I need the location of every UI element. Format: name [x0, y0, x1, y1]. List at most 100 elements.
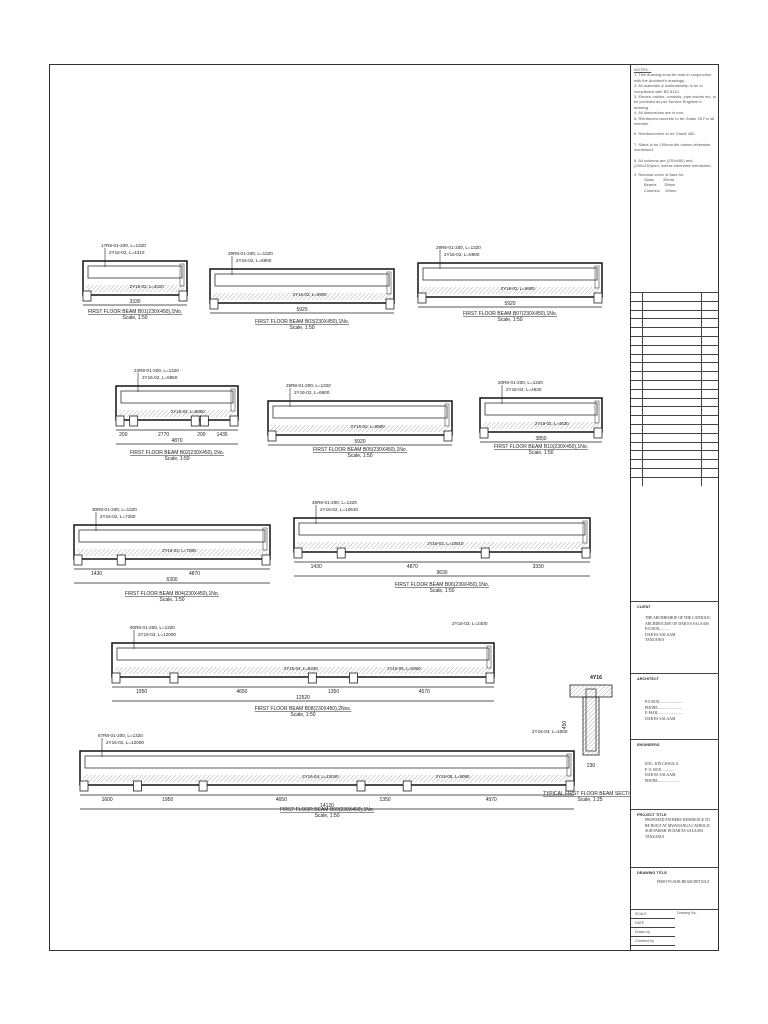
column-support: [485, 672, 495, 684]
dimension-text: 200: [119, 432, 128, 438]
beam-caption: FIRST FLOOR BEAM B04(230X450),1No.: [125, 591, 219, 597]
project-line: SUB PARISH IN DAR ES SALAAM: [645, 829, 703, 834]
beam-scale: Scale, 1:50: [314, 813, 339, 819]
beam-caption: FIRST FLOOR BEAM B10(230X450),1No.: [494, 444, 588, 450]
reinforcement-cage: [78, 529, 266, 543]
note-item: 2. All materials & workmanship to be in …: [634, 83, 703, 94]
bottom-bar-label: 2Y16-04, L=8440: [284, 666, 318, 671]
depth-marker: [444, 403, 450, 427]
top-bar-label: 2Y16-02, L=7280: [100, 514, 136, 519]
depth-marker: [594, 265, 600, 289]
note-item: 1. This drawing must be read in conjunct…: [634, 72, 712, 83]
revision-row: [631, 459, 719, 468]
architect-line: DAR ES SALAAM: [645, 716, 676, 721]
column-support: [480, 547, 490, 559]
slab-hatch: [483, 422, 599, 429]
column-support: [293, 547, 303, 559]
revision-row: [631, 335, 719, 345]
column-support: [229, 415, 239, 427]
architect-line: P.O.BOX ........................: [645, 700, 684, 705]
column-support: [198, 780, 208, 792]
revision-row: [631, 476, 719, 486]
project-label: PROJECT TITLE: [637, 813, 667, 817]
top-bar-label: 2Y16-02, L=12000: [106, 740, 144, 745]
dimension-text: 5920: [504, 301, 515, 307]
column-support: [443, 430, 453, 442]
note-item: 7. Slabs to be 150mm thk unless otherwis…: [634, 141, 711, 153]
drawing-title-label: DRAWING TITLE: [637, 871, 667, 875]
engineers-line: DAR ES SALAAM: [645, 773, 676, 778]
beam-scale: Scale, 1:50: [164, 456, 189, 462]
note-item: 8. All columns are (230x450) and (230x23…: [634, 157, 712, 169]
column-support: [73, 554, 83, 566]
total-dimension-text: 9630: [436, 570, 447, 576]
link-label: 29R8-01-200, L=1320: [228, 251, 273, 256]
dimension-text: 2770: [158, 432, 169, 438]
dimension-text: 200: [197, 432, 206, 438]
client-line: TANZANIA: [645, 638, 665, 643]
column-support: [116, 554, 126, 566]
architect-box: ARCHITECT P.O.BOX ......................…: [631, 673, 719, 739]
architect-label: ARCHITECT: [637, 677, 659, 681]
revision-row: [631, 362, 719, 371]
depth-marker: [566, 753, 572, 777]
section-width-label: 230: [587, 763, 596, 769]
column-support: [115, 415, 125, 427]
title-block: NOTES :- 1. This drawing must be read in…: [630, 65, 720, 950]
section-depth-label: 450: [562, 721, 568, 730]
project-box: PROJECT TITLE PROPOSED FATHERS' RESIDENC…: [631, 809, 719, 867]
slab-hatch: [297, 542, 587, 549]
column-support: [593, 427, 603, 439]
dimension-text: 3330: [533, 564, 544, 570]
reinforcement-cage: [116, 647, 490, 661]
slab-hatch: [86, 285, 184, 292]
column-support: [565, 780, 575, 792]
column-support: [307, 672, 317, 684]
note-item: 4. All dimensions are in mm.: [634, 110, 685, 116]
revision-row: [631, 397, 719, 407]
column-support: [178, 290, 188, 302]
top-bar-label: 2Y16-02, L=5850: [142, 375, 178, 380]
column-support: [169, 672, 179, 684]
engineers-box: ENGINEERS ENG. KIN CHAULA P. O. BOX ....…: [631, 739, 719, 809]
dimension-text: 3850: [535, 436, 546, 442]
beam-caption: FIRST FLOOR BEAM B08(230X450),2Nos.: [255, 706, 352, 712]
section-bars-label: 4Y16: [590, 675, 602, 681]
beam-scale: Scale, 1:50: [528, 450, 553, 456]
revision-row: [631, 300, 719, 310]
top-bar-label: 2Y16-02, L=4310: [109, 250, 145, 255]
note-item: 6. Reinforcement to be Grade 460.: [634, 131, 696, 137]
bottom-bar-label: 2Y16-02, L=7280: [162, 548, 196, 553]
column-support: [385, 298, 395, 310]
beam-scale: Scale, 1:50: [290, 712, 315, 718]
dimension-text: 4650: [276, 797, 287, 803]
notes-heading: NOTES :-: [634, 67, 652, 72]
top-bar-label: 2Y16-02, L=6900: [294, 390, 330, 395]
dimension-text: 1350: [379, 797, 390, 803]
section-scale: Scale, 1:25: [577, 797, 602, 803]
column-support: [199, 415, 209, 427]
depth-marker: [582, 520, 588, 544]
cover-row: Beams 35mm: [644, 182, 676, 188]
revision-row: [631, 415, 719, 424]
column-support: [209, 298, 219, 310]
total-dimension-text: 14120: [320, 803, 334, 809]
bottom-bar-label: 2Y16-05, L=5060: [387, 666, 421, 671]
title-block-row: Drawn by: [631, 928, 675, 937]
column-support: [349, 672, 358, 684]
reinforcement-cage: [484, 402, 598, 416]
engineers-line: ENG. KIN CHAULA: [645, 762, 679, 767]
top-bar-label: 2Y16-02, L=6900: [444, 252, 480, 257]
top-bar-label: 2Y16-02, L=4630: [506, 387, 542, 392]
beam-scale: Scale, 1:50: [159, 597, 184, 603]
revision-row: [631, 388, 719, 398]
beam-scale: Scale, 1:50: [122, 315, 147, 321]
client-line: ARCHDIOCESE OF DAR ES SALAAM: [645, 621, 709, 626]
beam-scale: Scale, 1:50: [289, 325, 314, 331]
dimension-text: 3330: [129, 299, 140, 305]
column-support: [79, 780, 89, 792]
link-label: 29R8-01-200, L=1320: [286, 383, 331, 388]
reinforcement-cage: [87, 265, 183, 279]
